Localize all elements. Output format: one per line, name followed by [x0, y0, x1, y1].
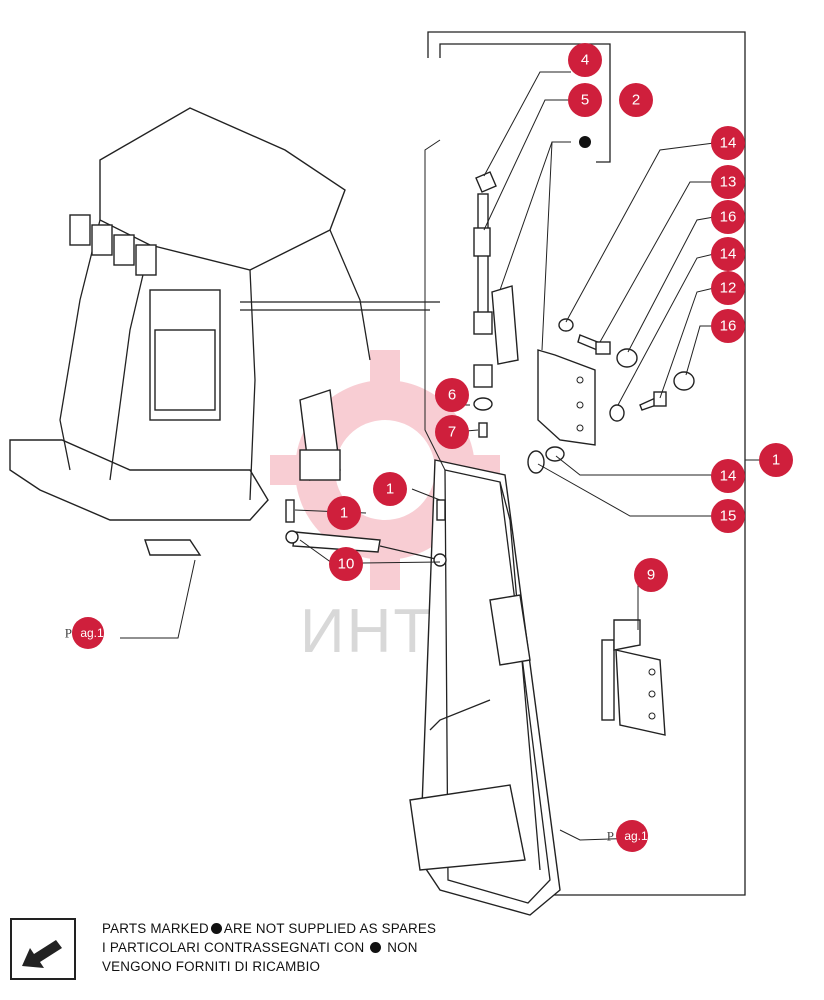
callout-16-bottom-label: 16: [720, 318, 737, 335]
callout-16-top[interactable]: 16: [711, 200, 745, 234]
callout-6-label: 6: [448, 387, 456, 404]
callout-5-label: 5: [581, 92, 589, 109]
fasteners: [558, 318, 695, 422]
footer-line-2: I PARTICOLARI CONTRASSEGNATI CON NON: [102, 938, 436, 957]
callout-1-strut-left[interactable]: 1: [327, 496, 361, 530]
callout-6[interactable]: 6: [435, 378, 469, 412]
footer-line-1b: ARE NOT SUPPLIED AS SPARES: [223, 921, 437, 936]
callout-14-mid-label: 14: [720, 246, 737, 263]
callout-16-top-label: 16: [720, 209, 737, 226]
callout-16-bottom[interactable]: 16: [711, 309, 745, 343]
page-ref-right[interactable]: P ag.1: [607, 820, 648, 852]
footer-line-2b: NON: [387, 940, 418, 955]
callout-15-label: 15: [720, 508, 737, 525]
callout-14-top[interactable]: 14: [711, 126, 745, 160]
callout-14-bottom-label: 14: [720, 468, 737, 485]
footer-line-1: PARTS MARKED ARE NOT SUPPLIED AS SPARES: [102, 919, 436, 938]
gas-strut: [285, 499, 447, 567]
callout-14-top-label: 14: [720, 135, 737, 152]
footer-line-1a: PARTS MARKED: [102, 921, 209, 936]
footer-line-2a: I PARTICOLARI CONTRASSEGNATI CON: [102, 940, 365, 955]
callout-2-label: 2: [632, 92, 640, 109]
not-supplied-marker: [579, 136, 591, 148]
callout-1-strut-top-label: 1: [386, 481, 394, 498]
cab-illustration: [9, 107, 440, 556]
callout-7[interactable]: 7: [435, 415, 469, 449]
bullet-icon: [210, 923, 222, 934]
callout-10[interactable]: 10: [329, 547, 363, 581]
bullet-icon: [370, 942, 382, 953]
callout-2[interactable]: 2: [619, 83, 653, 117]
callout-13[interactable]: 13: [711, 165, 745, 199]
hinge-assembly: [601, 619, 666, 736]
hinge-stack: [473, 171, 596, 474]
footer-text: PARTS MARKED ARE NOT SUPPLIED AS SPARES I…: [102, 919, 436, 976]
callout-13-label: 13: [720, 174, 737, 191]
callout-5[interactable]: 5: [568, 83, 602, 117]
callout-7-label: 7: [448, 424, 456, 441]
callout-12-label: 12: [720, 280, 737, 297]
callout-1-right[interactable]: 1: [759, 443, 793, 477]
callout-14-bottom[interactable]: 14: [711, 459, 745, 493]
page-ref-right-prefix: P: [607, 829, 614, 844]
group-bracket-outer: [427, 31, 746, 896]
callout-1-strut-top[interactable]: 1: [373, 472, 407, 506]
callout-4[interactable]: 4: [568, 43, 602, 77]
footer-line-3: VENGONO FORNITI DI RICAMBIO: [102, 959, 321, 974]
page-ref-right-badge: ag.1: [624, 829, 648, 843]
callout-15[interactable]: 15: [711, 499, 745, 533]
page-ref-left-badge: ag.1: [80, 626, 104, 640]
callout-14-mid[interactable]: 14: [711, 237, 745, 271]
callout-1-right-label: 1: [772, 452, 780, 469]
door-frame-illustration: [409, 139, 561, 916]
callout-4-label: 4: [581, 52, 589, 69]
page-ref-left-prefix: P: [65, 626, 72, 641]
callout-1-strut-left-label: 1: [340, 505, 348, 522]
page-ref-left[interactable]: P ag.1: [65, 617, 104, 649]
arrow-bottom-left-icon: [10, 918, 76, 980]
callout-10-label: 10: [338, 556, 355, 573]
callout-9[interactable]: 9: [634, 558, 668, 592]
callout-12[interactable]: 12: [711, 271, 745, 305]
footer-note: PARTS MARKED ARE NOT SUPPLIED AS SPARES I…: [10, 918, 530, 988]
callout-9-label: 9: [647, 567, 655, 584]
